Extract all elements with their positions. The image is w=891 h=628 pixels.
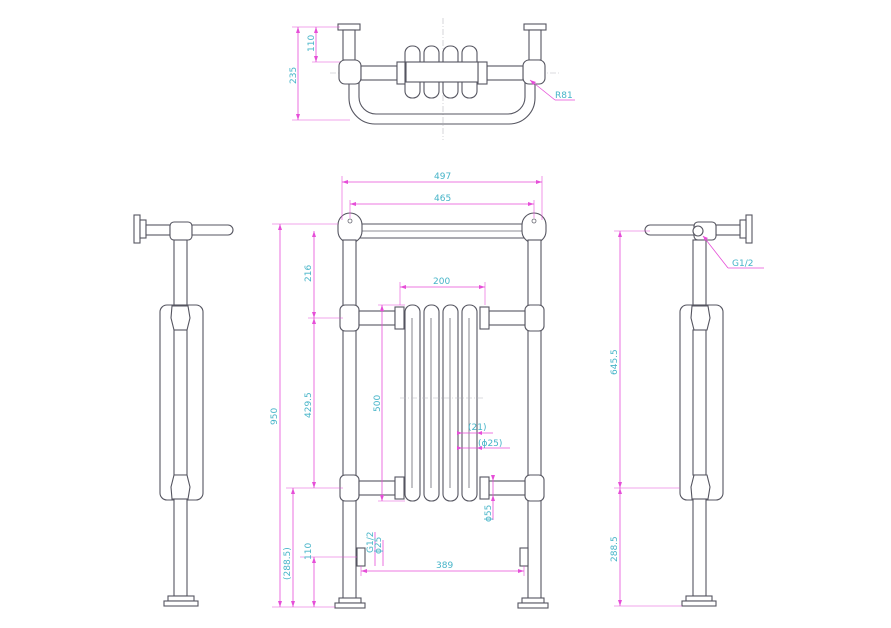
dim-tube-diameter: (ϕ25) bbox=[478, 439, 502, 449]
dim-overall-height: 950 bbox=[270, 408, 280, 425]
dim-top-235: 235 bbox=[289, 67, 299, 84]
dim-inlet-thread: G1/2 bbox=[366, 532, 376, 553]
dim-bottom-ref: (288.5) bbox=[283, 547, 293, 580]
dim-top-section: 216 bbox=[304, 265, 314, 282]
right-side-view: 645.5 288.5 G1/2 bbox=[610, 214, 764, 607]
dim-inlet-diameter: ϕ25 bbox=[374, 537, 384, 554]
dim-header-diameter: ϕ55 bbox=[484, 505, 494, 522]
front-view: 497 465 200 950 216 429.5 (288.5) 110 50… bbox=[270, 172, 549, 609]
dim-tube-size: (21) bbox=[468, 423, 486, 433]
left-side-view bbox=[133, 214, 234, 607]
dim-middle-section: 429.5 bbox=[304, 392, 314, 418]
label-thread-g12: G1/2 bbox=[732, 259, 753, 269]
dim-centre-width: 465 bbox=[434, 194, 451, 204]
dim-side-lower: 288.5 bbox=[610, 536, 620, 562]
dim-top-110: 110 bbox=[307, 35, 317, 52]
dim-radiator-height: 500 bbox=[373, 395, 383, 412]
dim-radiator-width: 200 bbox=[433, 277, 450, 287]
dim-overall-width: 497 bbox=[434, 172, 451, 182]
dim-side-upper: 645.5 bbox=[610, 349, 620, 375]
dim-top-radius: R81 bbox=[555, 91, 573, 101]
top-view: 235 110 R81 bbox=[289, 18, 575, 140]
dim-floor-to-valve: 110 bbox=[304, 543, 314, 560]
dim-valve-centres: 389 bbox=[436, 561, 453, 571]
